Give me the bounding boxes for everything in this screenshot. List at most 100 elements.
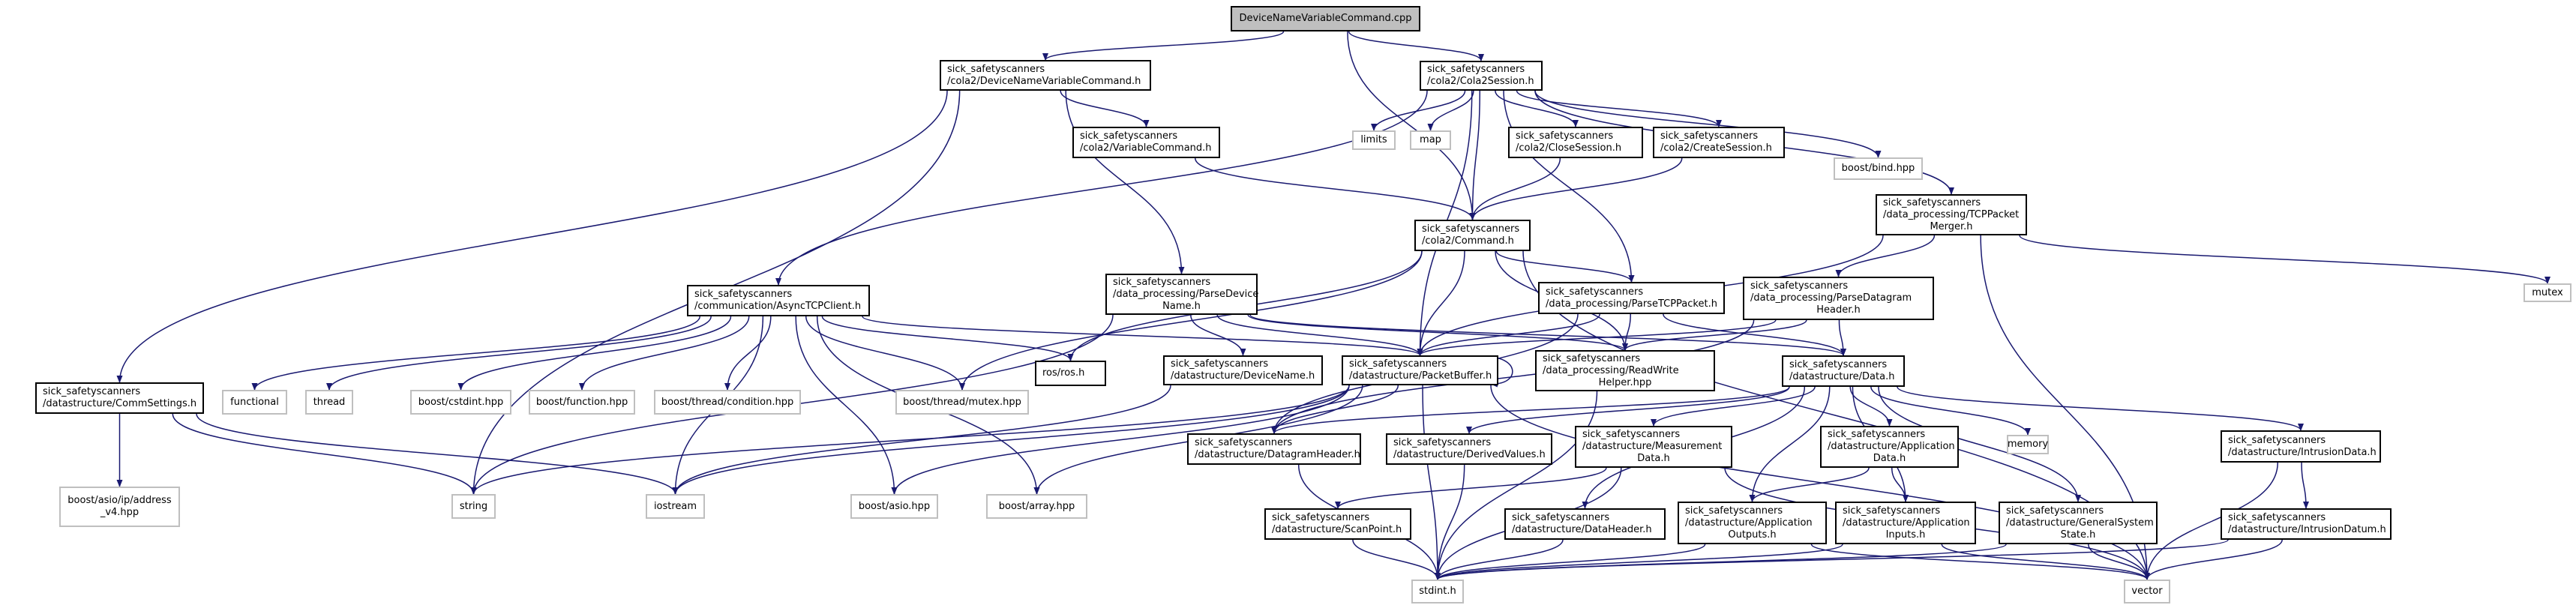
node-label-line: Helper.hpp [1598, 376, 1652, 388]
node-dataheader[interactable]: sick_safetyscanners/datastructure/DataHe… [1504, 508, 1666, 540]
node-label-line: sick_safetyscanners [2228, 434, 2326, 446]
edge-parsedevname-to-rwhelper [1247, 314, 1628, 351]
edge-appinputs-to-vector [1941, 544, 2150, 580]
node-command[interactable]: sick_safetyscanners/cola2/Command.h [1414, 220, 1531, 251]
node-limits: limits [1352, 130, 1396, 150]
node-closesession[interactable]: sick_safetyscanners/cola2/CloseSession.h [1508, 127, 1643, 158]
edge-intrusiondata-to-vector [2144, 462, 2278, 580]
edge-data-to-derivedvalues [1466, 386, 1790, 434]
node-varcmd[interactable]: sick_safetyscanners/cola2/VariableComman… [1072, 127, 1220, 158]
edge-scanpoint-to-stdint [1352, 539, 1441, 580]
node-label-line: Data.h [1637, 453, 1670, 464]
node-label-line: /data_processing/ReadWrite [1543, 364, 1679, 376]
node-condition: boost/thread/condition.hpp [654, 390, 801, 415]
node-appoutputs[interactable]: sick_safetyscanners/datastructure/Applic… [1678, 502, 1827, 544]
edge-devicename-to-iostream [672, 385, 1171, 495]
node-label-line: /datastructure/IntrusionDatum.h [2228, 524, 2386, 535]
node-label-line: sick_safetyscanners [1685, 505, 1783, 517]
edge-measurement-to-scanpoint [1335, 467, 1607, 509]
node-data[interactable]: sick_safetyscanners/datastructure/Data.h [1782, 355, 1905, 387]
node-appinputs[interactable]: sick_safetyscanners/datastructure/Applic… [1835, 502, 1976, 544]
node-label-line: /datastructure/Application [1828, 441, 1955, 452]
edge-data-to-appdata [1849, 386, 1893, 427]
node-gss[interactable]: sick_safetyscanners/datastructure/Genera… [1999, 502, 2158, 544]
edge-data-to-gss [1878, 386, 2081, 502]
node-derivedvalues[interactable]: sick_safetyscanners/datastructure/Derive… [1386, 433, 1552, 465]
edge-intrusiondata-to-intrusiondatum [2301, 462, 2309, 509]
node-parsedgh[interactable]: sick_safetyscanners/data_processing/Pars… [1743, 277, 1934, 320]
edge-data-to-measurement [1651, 386, 1816, 427]
node-measurement[interactable]: sick_safetyscanners/datastructure/Measur… [1575, 426, 1732, 468]
node-parsedevname[interactable]: sick_safetyscanners/data_processing/Pars… [1105, 274, 1258, 315]
edge-asynctcp-to-packetbuffer [862, 316, 1423, 356]
edge-derivedvalues-to-stdint [1435, 464, 1465, 580]
node-label-line: /communication/AsyncTCPClient.h [694, 301, 862, 312]
edge-packetbuffer-to-vector [1490, 385, 2150, 580]
node-label-line: sick_safetyscanners [1427, 64, 1525, 75]
edge-dnvc-to-varcmd [1060, 90, 1150, 127]
node-label-line: /cola2/CloseSession.h [1516, 142, 1622, 154]
node-label-line: string [459, 500, 488, 512]
node-label-line: sick_safetyscanners [1512, 512, 1610, 523]
node-createsession[interactable]: sick_safetyscanners/cola2/CreateSession.… [1653, 127, 1785, 158]
node-scanpoint[interactable]: sick_safetyscanners/datastructure/ScanPo… [1264, 508, 1411, 540]
node-datagramheader[interactable]: sick_safetyscanners/datastructure/Datagr… [1187, 433, 1361, 465]
node-label-line: Outputs.h [1728, 529, 1777, 541]
node-label-line: sick_safetyscanners [1750, 280, 1849, 292]
node-label-line: sick_safetyscanners [1828, 429, 1926, 440]
edge-packetbuffer-to-iostream [672, 385, 1350, 495]
edge-tcpmerger-to-parsedgh [1835, 235, 1936, 277]
node-label-line: /datastructure/ScanPoint.h [1272, 524, 1402, 535]
node-label-line: boost/thread/condition.hpp [661, 396, 794, 408]
edge-command-to-packetbuffer [1417, 250, 1465, 356]
node-mutex: mutex [2524, 283, 2572, 302]
node-label-line: stdint.h [1419, 586, 1456, 597]
node-dnvc[interactable]: sick_safetyscanners/cola2/DeviceNameVari… [940, 60, 1151, 91]
edge-cola2session-to-map [1427, 90, 1474, 131]
node-label-line: /datastructure/PacketBuffer.h [1349, 370, 1492, 382]
node-cstdint: boost/cstdint.hpp [410, 390, 511, 415]
node-ros[interactable]: ros/ros.h [1035, 361, 1106, 386]
edge-parsedgh-to-rwhelper [1622, 319, 1807, 351]
edge-varcmd-to-command [1195, 157, 1476, 220]
node-label-line: sick_safetyscanners [1195, 437, 1293, 448]
node-root[interactable]: DeviceNameVariableCommand.cpp [1231, 6, 1420, 31]
node-packetbuffer[interactable]: sick_safetyscanners/datastructure/Packet… [1342, 355, 1498, 385]
edge-dataheader-to-stdint [1435, 539, 1564, 580]
node-label-line: sick_safetyscanners [1080, 130, 1178, 142]
node-label-line: /datastructure/DatagramHeader.h [1195, 449, 1360, 460]
node-label-line: sick_safetyscanners [1660, 130, 1759, 142]
node-label-line: vector [2131, 586, 2163, 597]
node-asynctcp[interactable]: sick_safetyscanners/communication/AsyncT… [687, 285, 870, 316]
node-commsettings[interactable]: sick_safetyscanners/datastructure/CommSe… [35, 382, 204, 414]
edge-rwhelper-to-stdint [1435, 391, 1598, 580]
node-thread: thread [305, 390, 353, 415]
edge-tcpmerger-to-mutex [2019, 235, 2551, 284]
edge-cola2session-to-parsetcp [1503, 90, 1635, 283]
edge-appdata-to-appoutputs [1749, 467, 1870, 502]
node-functional: functional [222, 390, 287, 415]
node-iostream: iostream [646, 494, 705, 519]
node-appdata[interactable]: sick_safetyscanners/datastructure/Applic… [1820, 426, 1959, 468]
node-label-line: /datastructure/Measurement [1582, 441, 1723, 452]
edge-intrusiondatum-to-stdint [1435, 539, 2229, 580]
node-intrusiondatum[interactable]: sick_safetyscanners/datastructure/Intrus… [2221, 508, 2392, 540]
node-memory: memory [2007, 435, 2049, 454]
node-label-line: boost/thread/mutex.hpp [903, 396, 1021, 408]
node-tcpmerger[interactable]: sick_safetyscanners/data_processing/TCPP… [1876, 194, 2027, 235]
node-label-line: /data_processing/TCPPacket [1883, 208, 2020, 220]
node-label-line: sick_safetyscanners [1516, 130, 1614, 142]
node-parsetcp[interactable]: sick_safetyscanners/data_processing/Pars… [1538, 282, 1725, 314]
edge-cola2session-to-limits [1371, 90, 1466, 131]
edge-packetbuffer-to-asio [891, 385, 1350, 495]
node-array: boost/array.hpp [986, 494, 1087, 519]
edge-data-to-datagramheader [1271, 386, 1790, 434]
node-label-line: /datastructure/DeviceName.h [1171, 370, 1315, 382]
node-intrusiondata[interactable]: sick_safetyscanners/datastructure/Intrus… [2221, 430, 2381, 463]
node-cola2session[interactable]: sick_safetyscanners/cola2/Cola2Session.h [1420, 61, 1543, 91]
node-rwhelper[interactable]: sick_safetyscanners/data_processing/Read… [1535, 350, 1715, 391]
edge-appinputs-to-stdint [1435, 544, 1843, 580]
edge-packetbuffer-to-stdint [1422, 385, 1441, 580]
node-devicename[interactable]: sick_safetyscanners/datastructure/Device… [1163, 355, 1323, 385]
edge-asynctcp-to-condition [724, 316, 772, 391]
